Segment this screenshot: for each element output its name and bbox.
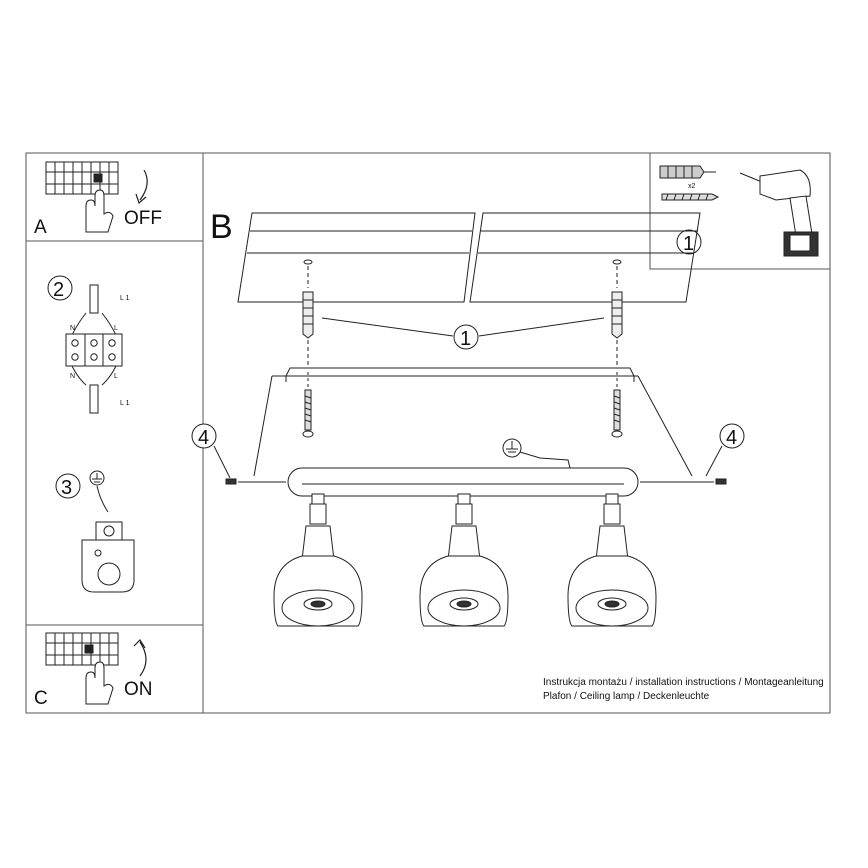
wire-label: L — [114, 373, 118, 380]
wire-label: L 1 — [120, 400, 130, 407]
outer-frame — [25, 152, 831, 714]
mounting-bracket — [253, 367, 693, 477]
on-label: ON — [124, 679, 153, 700]
callout-1-number: 1 — [460, 328, 471, 350]
caption-line-2: Plafon / Ceiling lamp / Deckenleuchte — [543, 691, 710, 702]
hand-icon — [85, 661, 114, 705]
step-a-letter: A — [34, 217, 47, 238]
side-screw-right — [640, 478, 727, 485]
step-3-ground: 3 — [55, 470, 135, 593]
panel-a: A OFF — [34, 161, 162, 238]
quantity-label: x2 — [688, 183, 696, 190]
lamp-head — [419, 493, 509, 627]
tools-box: x2 1 — [659, 165, 819, 257]
wire-label: L — [114, 325, 118, 332]
callout-1: 1 — [321, 317, 605, 350]
step-2-number: 2 — [53, 279, 64, 301]
breaker-box-icon — [45, 632, 119, 666]
wall-anchor-left — [302, 259, 314, 366]
terminal-block-icon — [65, 284, 123, 414]
wall-anchor-right — [611, 259, 623, 366]
screw-icon — [661, 193, 720, 201]
lamp-base — [287, 467, 639, 497]
wire-label: N — [70, 325, 75, 332]
screw-right — [611, 372, 623, 438]
wire-label: L 1 — [120, 295, 130, 302]
up-arrow-icon — [139, 641, 147, 677]
breaker-box-icon — [45, 161, 119, 195]
step-2-wiring: 2 L 1 N L N L L 1 — [47, 275, 130, 414]
lamp-head — [567, 493, 657, 627]
down-arrow-icon — [139, 169, 148, 201]
side-screw-left — [225, 478, 286, 485]
callout-4-left: 4 — [191, 423, 231, 479]
off-label: OFF — [124, 208, 162, 229]
panel-c: C ON — [34, 632, 153, 709]
step-3-number: 3 — [61, 477, 72, 499]
step-c-letter: C — [34, 688, 48, 709]
wire-label: N — [70, 373, 75, 380]
lamp-head — [273, 493, 363, 627]
screw-left — [302, 372, 314, 438]
earth-ground-icon — [89, 470, 105, 486]
tools-number: 1 — [683, 233, 694, 255]
callout-4-left-number: 4 — [198, 427, 209, 449]
callout-4-right: 4 — [705, 423, 745, 477]
anchor-plug-icon — [659, 165, 716, 179]
ground-bracket-icon — [81, 521, 135, 593]
ceiling-panel — [237, 212, 701, 303]
step-b-letter: B — [210, 208, 233, 246]
hand-icon — [85, 189, 114, 233]
caption-line-1: Instrukcja montażu / installation instru… — [543, 677, 824, 688]
drill-icon — [739, 169, 819, 257]
lamp-heads — [273, 493, 657, 627]
callout-4-right-number: 4 — [726, 427, 737, 449]
earth-ground-icon — [502, 438, 571, 469]
